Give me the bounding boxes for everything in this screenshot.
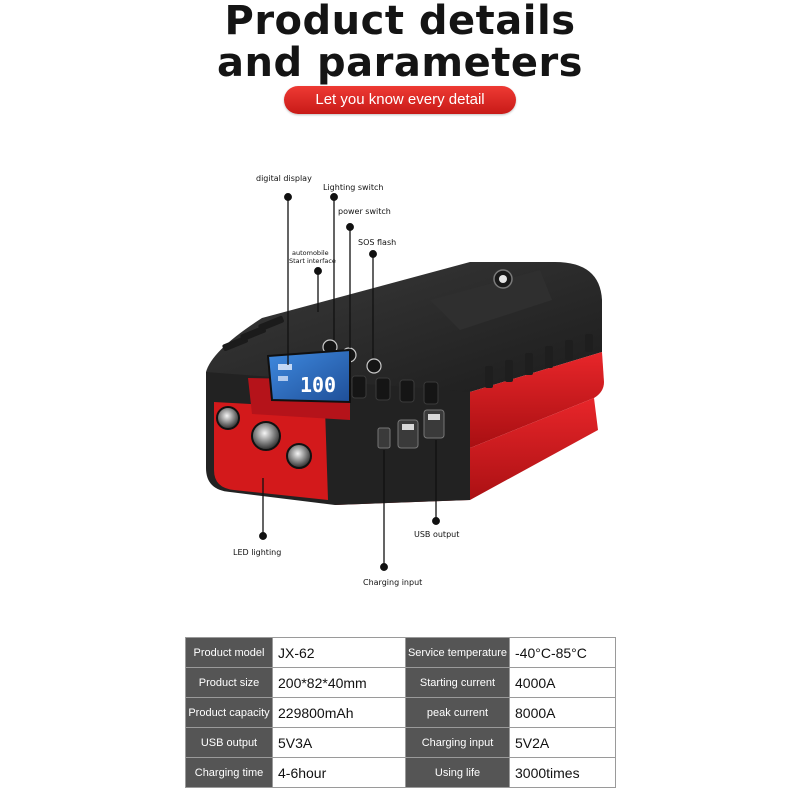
label-usb-output: USB output [414, 530, 459, 539]
led-lighting-array [216, 406, 312, 469]
page-title-line-2: and parameters [217, 40, 583, 86]
spec-value: 5V2A [509, 727, 616, 758]
spec-value: 229800mAh [272, 697, 406, 728]
spec-key: Product size [185, 667, 273, 698]
spec-key: Product capacity [185, 697, 273, 728]
device-top-ridge [430, 270, 552, 330]
label-power-switch: power switch [338, 207, 391, 216]
led-lamp-center [251, 421, 281, 451]
table-row: Product capacity 229800mAh peak current … [185, 697, 616, 728]
device-front-red-panel [214, 402, 328, 500]
spec-key: Using life [405, 757, 510, 788]
jump-starter-device: 100 [206, 262, 604, 505]
top-grip-ribs [222, 315, 284, 351]
label-lighting-switch: Lighting switch [323, 183, 383, 192]
spec-table: Product model JX-62 Service temperature … [185, 637, 616, 788]
charging-input-port [377, 427, 391, 449]
sos-flash-button [366, 358, 382, 374]
led-lamp-left [216, 406, 240, 430]
label-automobile-start-2: Start interface [289, 257, 336, 265]
table-row: Product model JX-62 Service temperature … [185, 637, 616, 668]
table-row: Product size 200*82*40mm Starting curren… [185, 667, 616, 698]
side-grip-ribs [485, 334, 593, 388]
usb-ports [377, 409, 445, 449]
spec-value: 8000A [509, 697, 616, 728]
spec-key: Starting current [405, 667, 510, 698]
subtitle-badge: Let you know every detail [284, 86, 516, 114]
front-buttons [351, 375, 439, 405]
spec-value: 4000A [509, 667, 616, 698]
spec-key: peak current [405, 697, 510, 728]
label-digital-display: digital display [256, 174, 312, 183]
spec-value: 4-6hour [272, 757, 406, 788]
callout-labels: digital display Lighting switch power sw… [233, 174, 459, 587]
led-lamp-right [286, 443, 312, 469]
spec-key: Charging time [185, 757, 273, 788]
spec-key: Service temperature [405, 637, 510, 668]
label-charging-input: Charging input [363, 578, 422, 587]
spec-value: 3000times [509, 757, 616, 788]
spec-value: -40°C-85°C [509, 637, 616, 668]
display-reading: 100 [300, 373, 336, 397]
device-red-side [470, 352, 604, 448]
table-row: USB output 5V3A Charging input 5V2A [185, 727, 616, 758]
spec-value: 5V3A [272, 727, 406, 758]
spec-value: JX-62 [272, 637, 406, 668]
table-row: Charging time 4-6hour Using life 3000tim… [185, 757, 616, 788]
label-automobile-start-1: automobile [292, 249, 329, 257]
spec-key: Charging input [405, 727, 510, 758]
spec-key: USB output [185, 727, 273, 758]
spec-value: 200*82*40mm [272, 667, 406, 698]
callout-lines [259, 193, 440, 571]
label-sos-flash: SOS flash [358, 238, 396, 247]
label-led-lighting: LED lighting [233, 548, 281, 557]
spec-key: Product model [185, 637, 273, 668]
page-title-line-1: Product details [224, 0, 576, 44]
